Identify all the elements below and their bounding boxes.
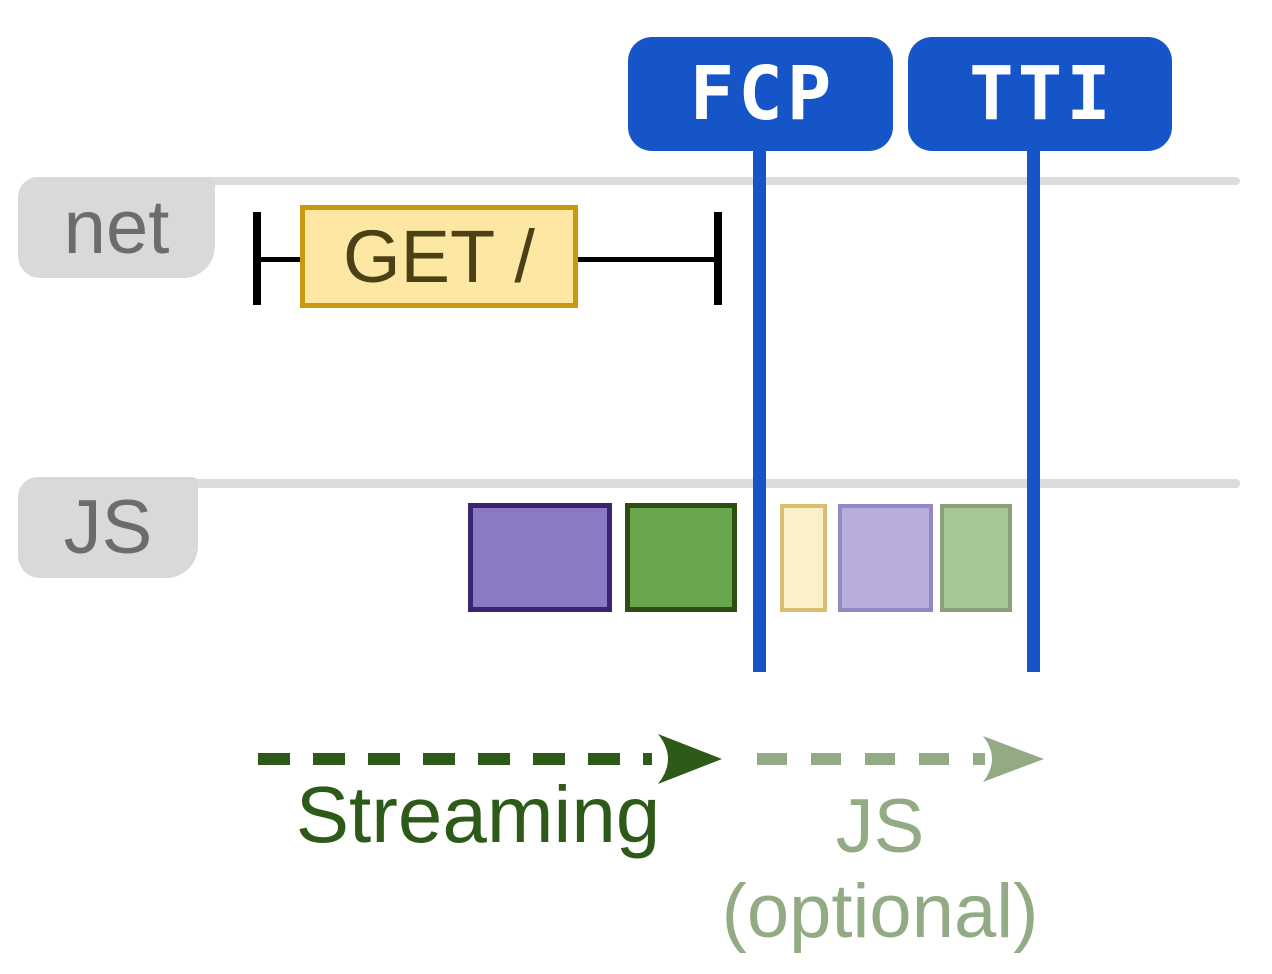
- fcp-badge: FCP: [628, 37, 893, 151]
- tti-marker-line: [1027, 151, 1040, 672]
- js-optional-arrowhead: [983, 736, 1044, 782]
- js-task-block: [838, 504, 933, 612]
- js-optional-label-line1: JS: [835, 784, 925, 869]
- tti-badge: TTI: [908, 37, 1172, 151]
- net-track-rail: [40, 177, 1240, 185]
- net-track-tab: net: [18, 177, 215, 278]
- js-task-block: [940, 504, 1012, 612]
- js-optional-phase-label: JS (optional): [640, 784, 1120, 954]
- get-request-label: GET /: [343, 214, 535, 298]
- streaming-phase-label: Streaming: [295, 770, 661, 859]
- js-optional-label-line2: (optional): [721, 869, 1039, 955]
- get-request-box: GET /: [300, 205, 578, 308]
- js-task-block: [468, 503, 612, 612]
- js-track-tab: JS: [18, 477, 198, 578]
- streaming-arrowhead: [658, 734, 722, 784]
- js-track-rail: [40, 479, 1240, 488]
- request-end-tick: [714, 212, 722, 305]
- js-task-block: [625, 503, 737, 612]
- streaming-arrow: [258, 734, 722, 784]
- fcp-marker-line: [753, 151, 766, 672]
- net-track-label: net: [63, 184, 170, 270]
- tti-badge-label: TTI: [969, 51, 1115, 137]
- js-optional-arrow: [757, 736, 1044, 782]
- fcp-badge-label: FCP: [689, 51, 836, 137]
- js-task-block: [780, 504, 827, 612]
- js-track-label: JS: [63, 484, 153, 570]
